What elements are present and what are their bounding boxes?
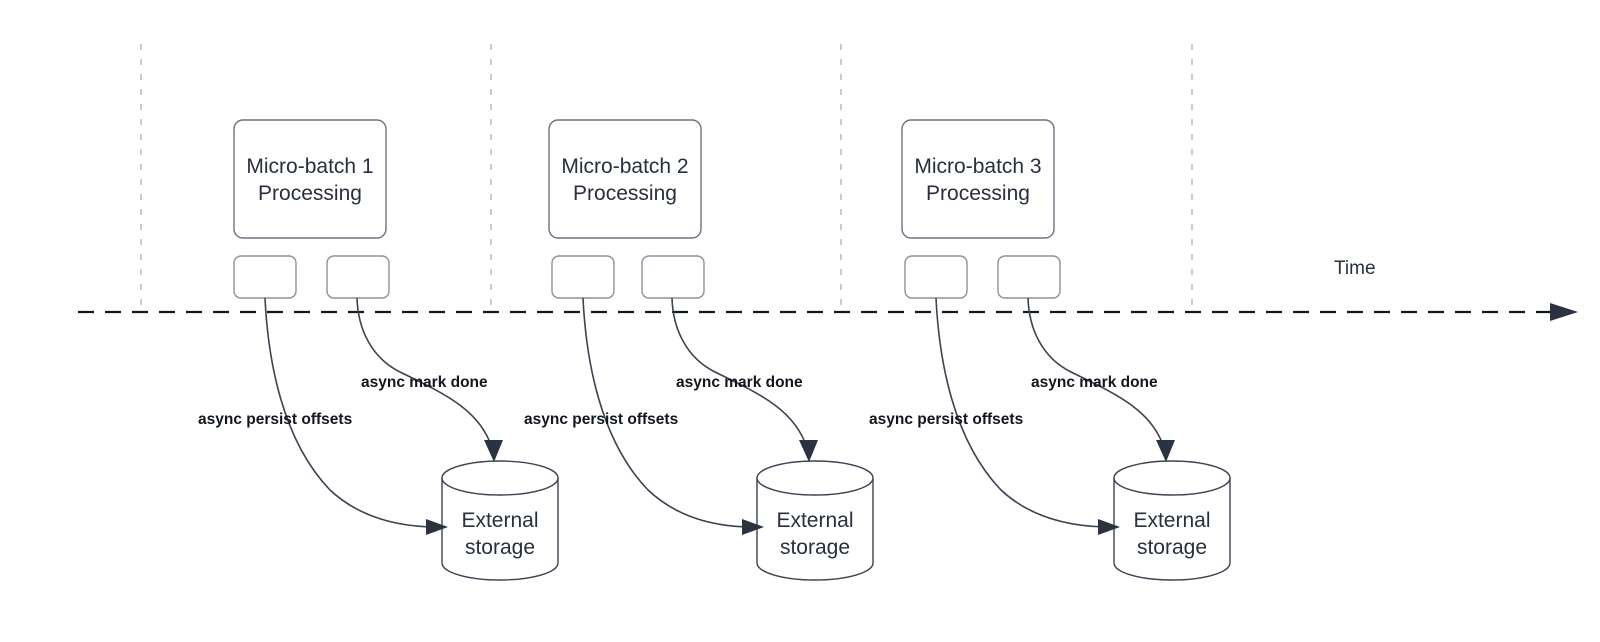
batch-3-persist-offsets-edge: async persist offsets [869, 297, 1120, 535]
batch-2-storage-line2: storage [780, 536, 850, 559]
batch-2-title-line1: Micro-batch 2 [561, 155, 688, 178]
batch-2-storage-cylinder[interactable]: External storage [756, 460, 874, 581]
batch-3-mark-done-arrowhead-icon [1156, 440, 1175, 462]
batch-1-mark-done-label: async mark done [361, 374, 488, 391]
batch-3-task-a-box[interactable] [904, 255, 968, 299]
batch-3-storage-line1: External [1133, 509, 1210, 532]
batch-1-group: Micro-batch 1 Processing External storag… [198, 119, 559, 581]
batch-2-task-a-box[interactable] [551, 255, 615, 299]
batch-1-task-b-box[interactable] [326, 255, 390, 299]
batch-3-task-b-box[interactable] [997, 255, 1061, 299]
batch-1-mark-done-arrowhead-icon [484, 440, 503, 462]
time-axis-label: Time [1334, 258, 1376, 279]
batch-3-processing-box[interactable] [901, 119, 1055, 239]
batch-1-title-line2: Processing [258, 182, 362, 205]
batch-1-title-line1: Micro-batch 1 [246, 155, 373, 178]
batch-3-group: Micro-batch 3 Processing External storag… [869, 119, 1231, 581]
batch-3-title-line2: Processing [926, 182, 1030, 205]
batch-1-mark-done-edge: async mark done [356, 297, 503, 462]
batch-3-persist-offsets-label: async persist offsets [869, 411, 1023, 428]
batch-3-mark-done-label: async mark done [1031, 374, 1158, 391]
batch-1-storage-cylinder[interactable]: External storage [441, 460, 559, 581]
batch-3-storage-line2: storage [1137, 536, 1207, 559]
batch-2-title-line2: Processing [573, 182, 677, 205]
batch-3-persist-offsets-arrowhead-icon [1098, 519, 1120, 535]
batch-1-persist-offsets-arrowhead-icon [426, 519, 448, 535]
batch-2-persist-offsets-arrowhead-icon [742, 519, 764, 535]
batch-2-persist-offsets-edge: async persist offsets [524, 297, 764, 535]
batch-2-processing-box[interactable] [548, 119, 702, 239]
batch-1-task-a-box[interactable] [233, 255, 297, 299]
batch-2-mark-done-label: async mark done [676, 374, 803, 391]
batch-2-mark-done-arrowhead-icon [799, 440, 818, 462]
batch-3-mark-done-edge: async mark done [1027, 297, 1175, 462]
batch-1-persist-offsets-label: async persist offsets [198, 411, 352, 428]
batch-1-storage-line1: External [461, 509, 538, 532]
batch-2-persist-offsets-label: async persist offsets [524, 411, 678, 428]
batch-2-storage-line1: External [776, 509, 853, 532]
batch-3-title-line1: Micro-batch 3 [914, 155, 1041, 178]
batch-2-group: Micro-batch 2 Processing External storag… [524, 119, 874, 581]
time-axis: Time [78, 258, 1578, 321]
batch-2-mark-done-edge: async mark done [671, 297, 818, 462]
batch-3-storage-cylinder[interactable]: External storage [1113, 460, 1231, 581]
batch-2-task-b-box[interactable] [641, 255, 705, 299]
batch-1-processing-box[interactable] [233, 119, 387, 239]
timeline-arrowhead-icon [1550, 303, 1578, 321]
batch-1-storage-line2: storage [465, 536, 535, 559]
batch-1-persist-offsets-edge: async persist offsets [198, 297, 448, 535]
